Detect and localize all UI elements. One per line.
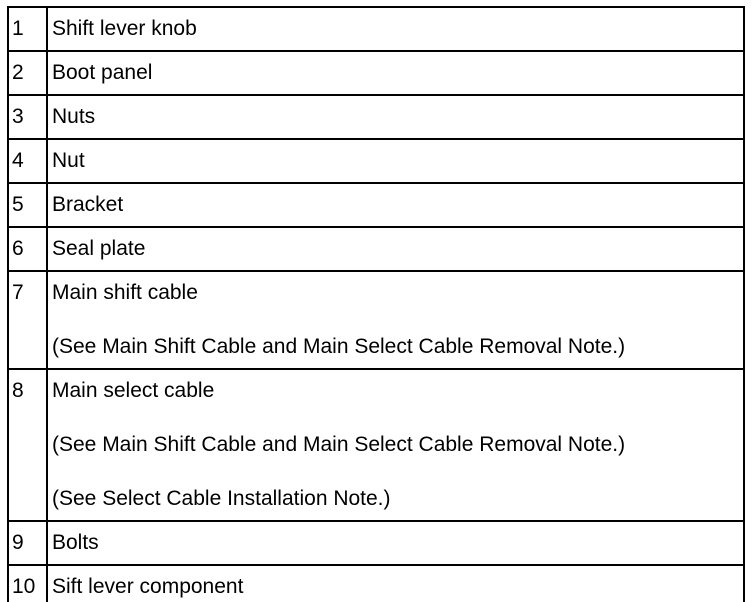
item-description: Nut	[46, 138, 745, 184]
item-number: 7	[7, 270, 48, 370]
table-row: 10 Sift lever component	[7, 564, 745, 602]
table-row: 3 Nuts	[7, 94, 745, 140]
item-number: 3	[7, 94, 48, 140]
item-number: 9	[7, 520, 48, 566]
table-row: 5 Bracket	[7, 182, 745, 228]
table-row: 6 Seal plate	[7, 226, 745, 272]
item-number: 2	[7, 50, 48, 96]
table-row: 8 Main select cable (See Main Shift Cabl…	[7, 368, 745, 522]
description-note: (See Main Shift Cable and Main Select Ca…	[52, 433, 626, 456]
table-row: 1 Shift lever knob	[7, 6, 745, 52]
description-line: Main select cable	[52, 379, 215, 402]
description-line: Bolts	[52, 531, 99, 554]
item-number: 6	[7, 226, 48, 272]
description-note: (See Select Cable Installation Note.)	[52, 487, 391, 510]
item-description: Nuts	[46, 94, 745, 140]
item-description: Boot panel	[46, 50, 745, 96]
description-line: Seal plate	[52, 237, 146, 260]
description-line: Boot panel	[52, 61, 153, 84]
description-line: Sift lever component	[52, 575, 244, 598]
description-line: Bracket	[52, 193, 124, 216]
table-row: 7 Main shift cable (See Main Shift Cable…	[7, 270, 745, 370]
description-line: Nut	[52, 149, 85, 172]
item-number: 8	[7, 368, 48, 522]
item-description: Main select cable (See Main Shift Cable …	[46, 368, 745, 522]
item-number: 10	[7, 564, 48, 602]
item-number: 4	[7, 138, 48, 184]
item-description: Main shift cable (See Main Shift Cable a…	[46, 270, 745, 370]
description-line: Shift lever knob	[52, 17, 197, 40]
description-line: Main shift cable	[52, 281, 198, 304]
table-row: 2 Boot panel	[7, 50, 745, 96]
item-description: Shift lever knob	[46, 6, 745, 52]
table-row: 4 Nut	[7, 138, 745, 184]
description-line: Nuts	[52, 105, 96, 128]
item-number: 1	[7, 6, 48, 52]
table-row: 9 Bolts	[7, 520, 745, 566]
item-number: 5	[7, 182, 48, 228]
description-note: (See Main Shift Cable and Main Select Ca…	[52, 335, 626, 358]
item-description: Seal plate	[46, 226, 745, 272]
item-description: Bracket	[46, 182, 745, 228]
parts-table: 1 Shift lever knob 2 Boot panel 3 Nuts 4	[7, 6, 745, 602]
item-description: Sift lever component	[46, 564, 745, 602]
item-description: Bolts	[46, 520, 745, 566]
